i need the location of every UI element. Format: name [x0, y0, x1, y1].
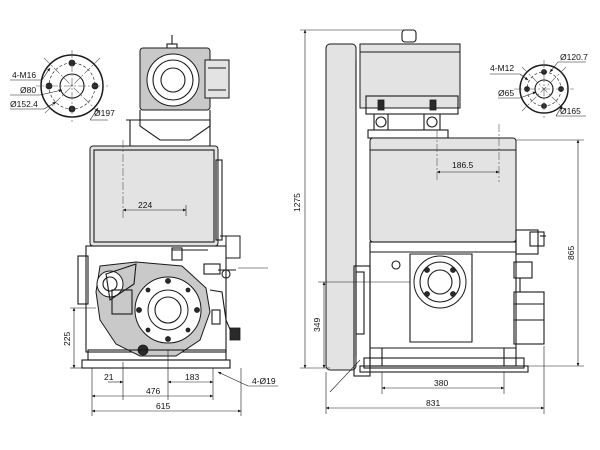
dim-865: 865 [566, 246, 576, 260]
motor [126, 35, 230, 146]
right-dimension-lines [300, 29, 584, 414]
dim-349: 349 [312, 318, 322, 332]
body-flange [413, 255, 467, 309]
dim-476: 476 [146, 386, 160, 396]
callout-pcd-120-7: Ø120.7 [560, 52, 588, 62]
callout-mounting-holes-4-19: 4-Ø19 [252, 376, 276, 386]
dim-183: 183 [185, 372, 199, 382]
callout-holes-4-m16: 4-M16 [12, 70, 36, 80]
right-view: 4-M12 Ø120.7 Ø65 Ø165 1275 186.5 8 [292, 29, 588, 414]
dim-615: 615 [156, 401, 170, 411]
callout-holes-4-m12: 4-M12 [490, 63, 514, 73]
callout-pcd-152-4: Ø152.4 [10, 99, 38, 109]
left-view: 4-M16 Ø80 Ø152.4 Ø197 [10, 35, 278, 416]
pump-body [77, 245, 241, 369]
callout-bore-80: Ø80 [20, 85, 36, 95]
gas-ballast-valve [513, 229, 546, 345]
outlet-flange-detail [490, 60, 586, 118]
callout-od-197: Ø197 [94, 108, 115, 118]
dim-380: 380 [434, 378, 448, 388]
dim-186-5: 186.5 [452, 160, 474, 170]
tank [89, 145, 241, 259]
dim-831: 831 [426, 398, 440, 408]
dim-224: 224 [138, 200, 152, 210]
right-motor [359, 29, 461, 139]
callout-od-165: Ø165 [560, 106, 581, 116]
right-base [359, 348, 529, 373]
left-dimension-lines [70, 140, 278, 416]
inlet-flange-detail [10, 50, 108, 122]
belt-guard [325, 43, 371, 377]
dim-225: 225 [62, 332, 72, 346]
dim-21: 21 [104, 372, 114, 382]
dim-1275: 1275 [292, 193, 302, 212]
callout-bore-65: Ø65 [498, 88, 514, 98]
